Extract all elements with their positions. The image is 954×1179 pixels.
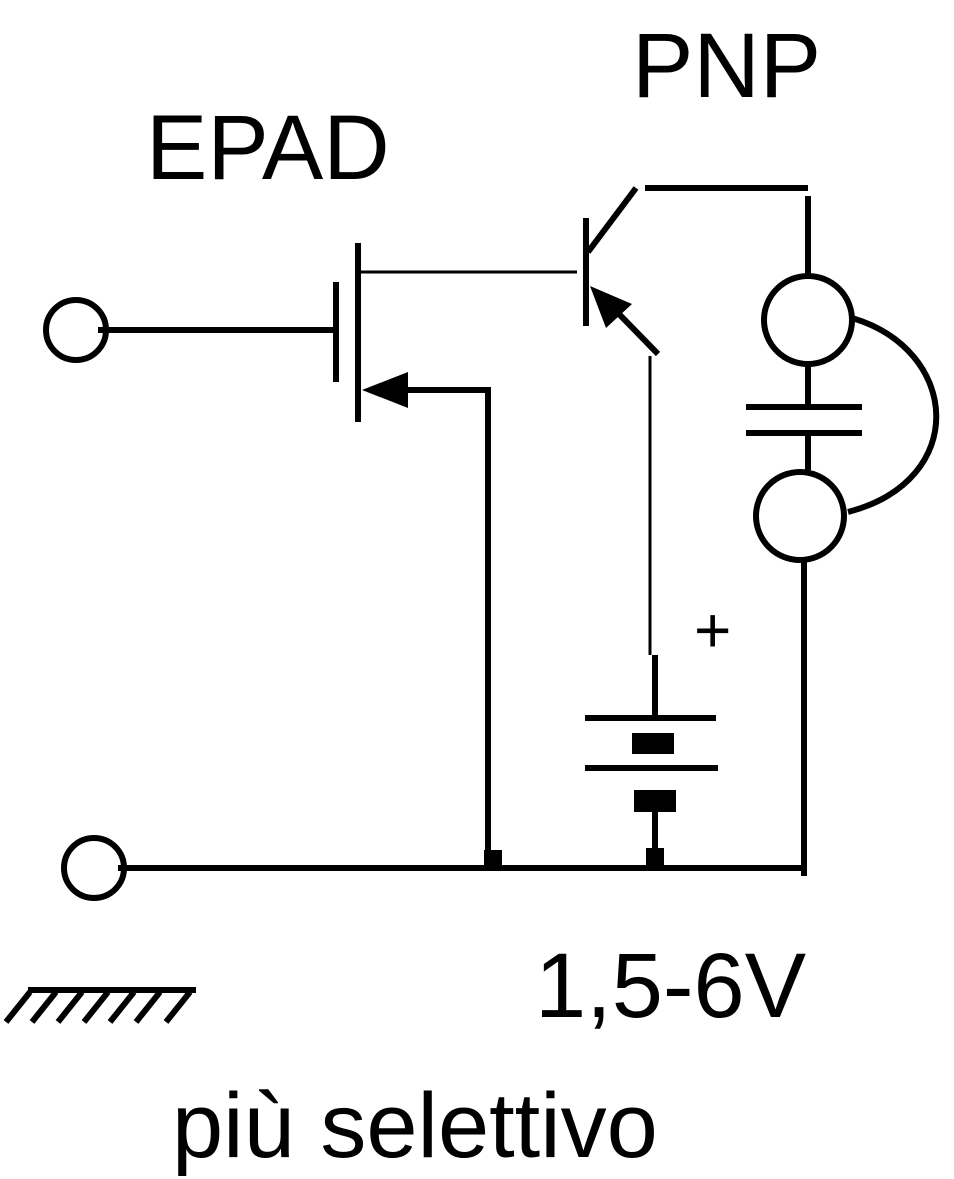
battery-cell-1 (632, 733, 674, 754)
junction-dot-1 (484, 850, 502, 870)
junction-dot-2 (646, 848, 664, 870)
mosfet-arrow-icon (362, 372, 408, 408)
pnp-collector (585, 186, 639, 254)
pnp-emitter (614, 309, 661, 357)
earphone-band (847, 315, 940, 515)
earphone-top-icon (761, 273, 855, 367)
pnp-arrow-icon (590, 286, 632, 328)
earphone-bottom-icon (753, 469, 847, 563)
battery-cell-2 (634, 790, 676, 812)
transistor-label: PNP (632, 15, 822, 117)
ground-hatch-icon (3, 987, 196, 1024)
input-terminal (43, 297, 109, 363)
ground-terminal (61, 835, 127, 901)
voltage-label: 1,5-6V (535, 935, 807, 1037)
caption: più selettivo (172, 1075, 658, 1177)
mosfet-label: EPAD (146, 97, 390, 199)
battery-polarity-label: + (694, 594, 732, 666)
